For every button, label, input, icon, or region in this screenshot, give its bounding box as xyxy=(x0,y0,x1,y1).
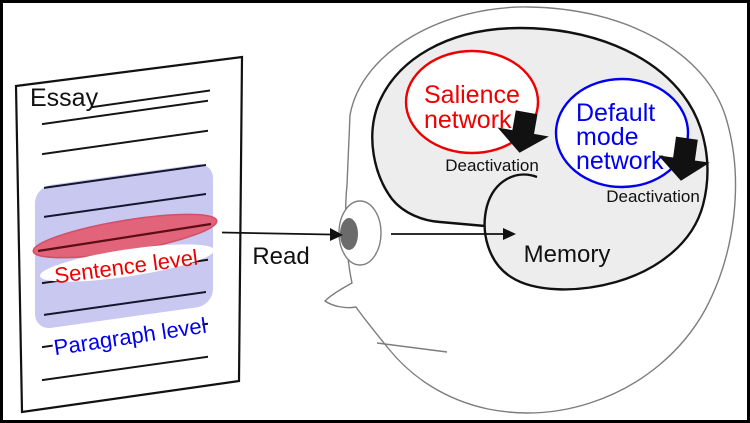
mouth-line xyxy=(376,342,448,353)
deactivation-arrow-icon xyxy=(497,110,549,153)
read-arrowhead-icon xyxy=(330,228,343,241)
ruled-line xyxy=(42,355,208,382)
ruled-line xyxy=(42,129,208,156)
deactivation-label: Deactivation xyxy=(606,187,700,206)
read-label: Read xyxy=(252,243,309,270)
sentence-ruled-line-dark xyxy=(37,222,212,253)
salience-network-ellipse xyxy=(404,49,540,155)
deactivation-label: Deactivation xyxy=(445,156,539,175)
salience-network-label-line2: network xyxy=(424,106,512,134)
read-arrow-line xyxy=(221,231,331,236)
memory-label: Memory xyxy=(524,241,611,268)
eye-pupil xyxy=(340,218,358,250)
ruled-line xyxy=(92,89,210,109)
ruled-line xyxy=(44,193,206,218)
deactivation-arrow-icon xyxy=(658,136,710,181)
memory-arrowhead-icon xyxy=(503,228,516,240)
default-mode-network-label-line1: Default xyxy=(576,99,655,127)
ruled-line xyxy=(44,291,206,316)
default-mode-network-ellipse xyxy=(554,77,690,189)
ruled-line xyxy=(44,164,206,189)
ruled-line xyxy=(42,99,208,126)
default-mode-network-label-line3: network xyxy=(576,147,664,175)
default-mode-network-label-line2: mode xyxy=(576,123,639,151)
salience-network-label-line1: Salience xyxy=(424,81,520,109)
paragraph-label-halo xyxy=(51,311,205,359)
sentence-label-halo xyxy=(39,244,215,282)
essay-title: Essay xyxy=(30,84,99,112)
